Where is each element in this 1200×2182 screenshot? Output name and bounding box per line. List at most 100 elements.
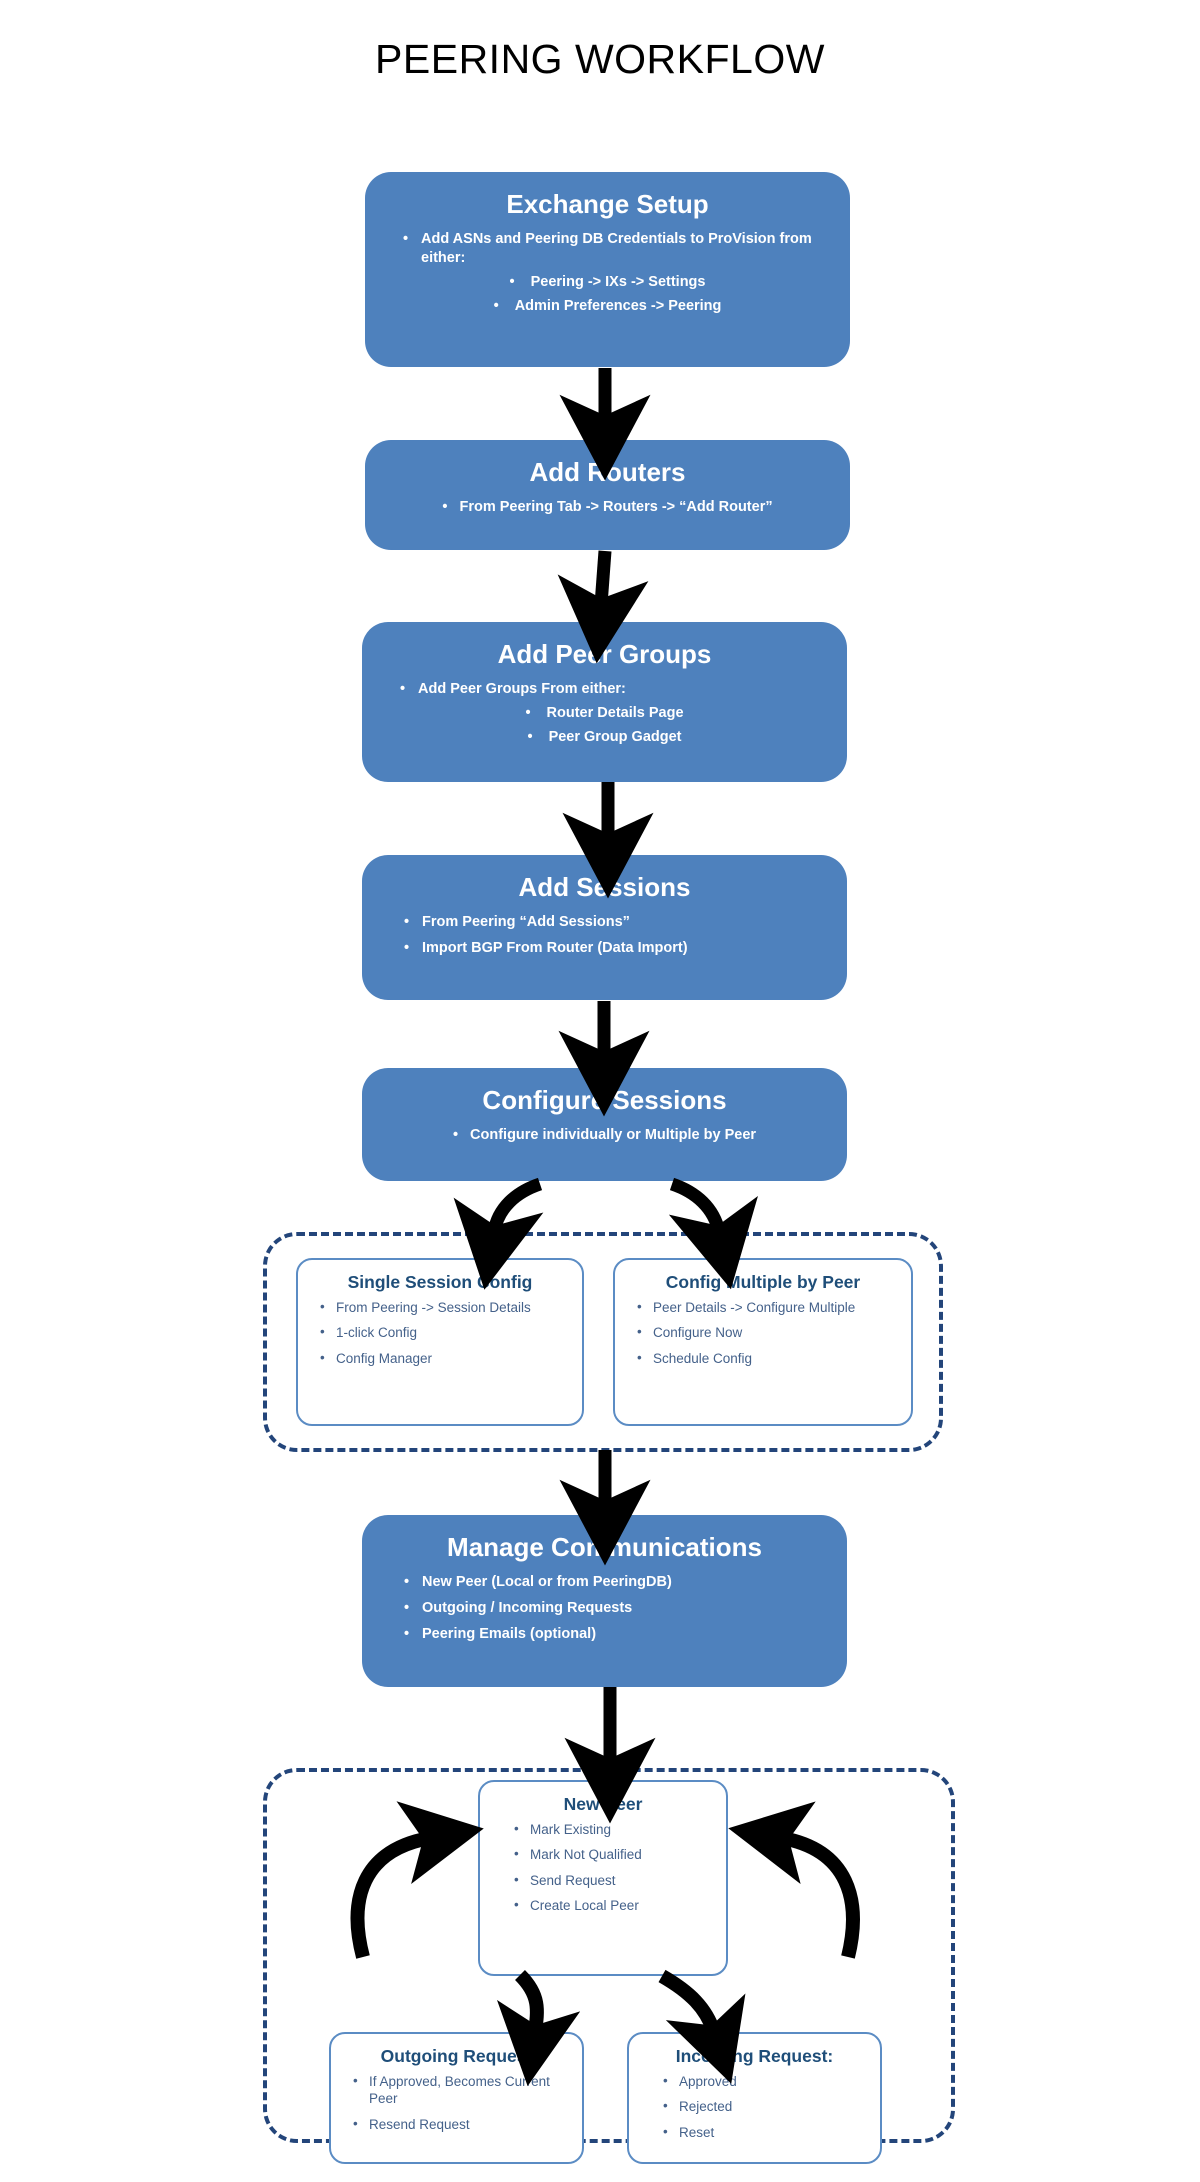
bullet-text: From Peering Tab -> Routers -> “Add Rout… — [459, 498, 773, 515]
bullet-glyph: • — [404, 939, 410, 956]
bullet-glyph: • — [509, 273, 515, 290]
box-bullet-list: • Mark Existing • Mark Not Qualified • S… — [512, 1821, 716, 1914]
bullet-item: • From Peering Tab -> Routers -> “Add Rou… — [383, 498, 832, 517]
bullet-glyph: • — [663, 2073, 668, 2088]
bullet-item: • Mark Not Qualified — [512, 1846, 716, 1863]
stage-exchange-setup[interactable]: Exchange Setup • Add ASNs and Peering DB… — [365, 172, 850, 367]
sub-bullet-item: •Admin Preferences -> Peering — [383, 297, 832, 316]
bullet-item: • 1-click Config — [318, 1324, 572, 1341]
box-new-peer[interactable]: New Peer • Mark Existing • Mark Not Qual… — [478, 1780, 728, 1976]
bullet-glyph: • — [663, 2098, 668, 2114]
stage-configure-sessions[interactable]: Configure Sessions •Configure individual… — [362, 1068, 847, 1181]
stage-add-sessions[interactable]: Add Sessions • From Peering “Add Session… — [362, 855, 847, 1000]
box-incoming-request[interactable]: Incoming Request: • Approved • Rejected … — [627, 2032, 882, 2164]
bullet-item: • Configure Now — [635, 1324, 901, 1341]
bullet-item: • From Peering -> Session Details — [318, 1299, 572, 1316]
box-bullet-list: • Approved • Rejected • Reset — [661, 2073, 870, 2141]
stage-bullet-list: • Add Peer Groups From either: — [400, 680, 829, 699]
bullet-text: Add ASNs and Peering DB Credentials to P… — [421, 230, 812, 266]
bullet-item: • Config Manager — [318, 1350, 572, 1367]
bullet-item: • Configure individually or Multiple by P… — [380, 1126, 829, 1145]
bullet-text: Configure Now — [653, 1325, 743, 1341]
bullet-text: New Peer (Local or from PeeringDB) — [422, 1573, 672, 1590]
sub-bullet-item: • Peer Group Gadget — [380, 728, 829, 747]
bullet-item: • Add Peer Groups From either: — [400, 680, 829, 699]
stage-manage-communications[interactable]: Manage Communications • New Peer (Local … — [362, 1515, 847, 1687]
box-outgoing-request[interactable]: Outgoing Request • If Approved, Becomes … — [329, 2032, 584, 2164]
bullet-glyph: • — [493, 297, 499, 314]
bullet-item: • Mark Existing — [512, 1821, 716, 1838]
bullet-glyph: • — [320, 1349, 325, 1365]
bullet-item: • Reset — [661, 2124, 870, 2141]
bullet-glyph: • — [404, 1573, 410, 1590]
bullet-glyph: • — [353, 2073, 358, 2088]
box-title: Outgoing Request — [380, 2046, 533, 2066]
bullet-glyph: • — [527, 728, 533, 745]
sub-bullet-item: • Peering -> IXs -> Settings — [383, 273, 832, 292]
stage-title: Add Sessions — [518, 872, 691, 902]
stage-bullet-list: • New Peer (Local or from PeeringDB) • O… — [404, 1573, 829, 1644]
bullet-item: • If Approved, Becomes Current Peer — [351, 2073, 572, 2108]
stage-title: Add Routers — [529, 457, 686, 487]
box-bullet-list: • If Approved, Becomes Current Peer • Re… — [351, 2073, 572, 2133]
bullet-glyph: • — [663, 2123, 668, 2139]
bullet-text: Peer Details -> Configure Multiple — [653, 1300, 856, 1315]
stage-title: Add Peer Groups — [497, 639, 712, 669]
bullet-glyph: • — [400, 680, 406, 697]
connector-routers-to-peergroups — [557, 550, 649, 664]
bullet-item: • Rejected — [661, 2098, 870, 2115]
bullet-text: Mark Existing — [530, 1822, 612, 1837]
bullet-glyph: • — [404, 1625, 410, 1642]
bullet-text: Rejected — [679, 2099, 733, 2115]
bullet-glyph: • — [637, 1299, 642, 1314]
bullet-text: Mark Not Qualified — [530, 1847, 642, 1863]
stage-bullet-list: • From Peering Tab -> Routers -> “Add Rou… — [383, 498, 832, 517]
bullet-glyph: • — [442, 498, 448, 515]
box-config-multiple-by-peer[interactable]: Config Multiple by Peer • Peer Details -… — [613, 1258, 913, 1426]
bullet-item: • Resend Request — [351, 2116, 572, 2133]
bullet-text: Peering Emails (optional) — [422, 1625, 597, 1642]
stage-sub-bullet-list: • Router Details Page • Peer Group Gadget — [380, 704, 829, 747]
stage-bullet-list: • Add ASNs and Peering DB Credentials to… — [403, 230, 832, 268]
box-bullet-list: • Peer Details -> Configure Multiple • C… — [635, 1299, 901, 1367]
connector-configure-to-multiple — [668, 1177, 758, 1290]
bullet-item: • From Peering “Add Sessions” — [404, 913, 829, 932]
bullet-item: • Send Request — [512, 1872, 716, 1889]
bullet-glyph: • — [353, 2115, 358, 2131]
stage-add-peer-groups[interactable]: Add Peer Groups • Add Peer Groups From e… — [362, 622, 847, 782]
bullet-text: Approved — [679, 2074, 737, 2089]
bullet-item: • Create Local Peer — [512, 1897, 716, 1914]
stage-bullet-list: • Configure individually or Multiple by P… — [380, 1126, 829, 1145]
bullet-glyph: • — [404, 913, 410, 930]
stage-bullet-list: • From Peering “Add Sessions” • Import B… — [404, 913, 829, 958]
stage-title: Exchange Setup — [506, 189, 709, 219]
stage-title: Manage Communications — [447, 1532, 762, 1562]
bullet-text: Outgoing / Incoming Requests — [422, 1599, 633, 1616]
bullet-item: • Schedule Config — [635, 1350, 901, 1367]
bullet-glyph: • — [403, 230, 409, 247]
bullet-item: • Approved — [661, 2073, 870, 2090]
box-title: Single Session Config — [347, 1272, 533, 1292]
bullet-text: 1-click Config — [336, 1325, 418, 1341]
bullet-glyph: • — [452, 1126, 459, 1143]
sub-bullet-text: Peering -> IXs -> Settings — [530, 273, 706, 290]
bullet-item: • Peer Details -> Configure Multiple — [635, 1299, 901, 1316]
bullet-text: Import BGP From Router (Data Import) — [422, 939, 688, 956]
sub-bullet-text: Router Details Page — [546, 704, 684, 721]
bullet-text: Schedule Config — [653, 1350, 753, 1366]
bullet-text: From Peering “Add Sessions” — [422, 913, 630, 930]
stage-add-routers[interactable]: Add Routers • From Peering Tab -> Routers… — [365, 440, 850, 550]
bullet-item: • New Peer (Local or from PeeringDB) — [404, 1573, 829, 1592]
box-bullet-list: • From Peering -> Session Details • 1-cl… — [318, 1299, 572, 1367]
bullet-text: Config Manager — [336, 1350, 433, 1366]
bullet-text: From Peering -> Session Details — [336, 1300, 531, 1315]
bullet-text: Send Request — [530, 1872, 616, 1888]
sub-bullet-text: Peer Group Gadget — [548, 728, 682, 745]
box-single-session-config[interactable]: Single Session Config • From Peering -> … — [296, 1258, 584, 1426]
bullet-text: Configure individually or Multiple by Pe… — [470, 1126, 757, 1143]
bullet-glyph: • — [320, 1324, 325, 1340]
box-title: Incoming Request: — [675, 2046, 834, 2066]
bullet-glyph: • — [514, 1896, 519, 1912]
bullet-item: • Import BGP From Router (Data Import) — [404, 939, 829, 958]
